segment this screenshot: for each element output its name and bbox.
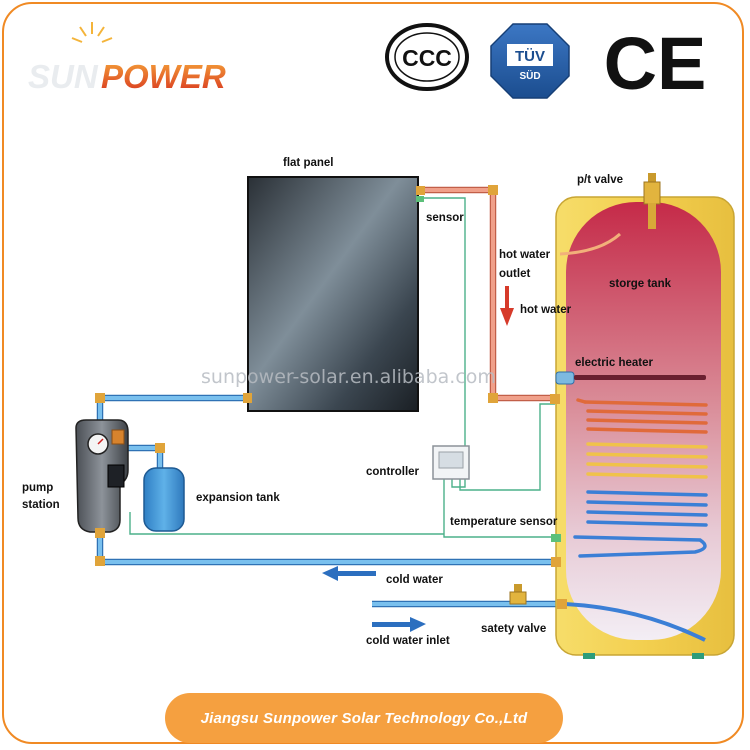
cold-water-label: cold water [386, 574, 443, 586]
hot-water-arrow-icon [500, 286, 514, 326]
safety-valve: satety valve [481, 584, 546, 635]
electric-heater-label: electric heater [575, 357, 654, 369]
electric-heater-element [555, 371, 706, 385]
hot-water-pipe [416, 185, 550, 403]
sensor-wires [129, 197, 565, 538]
pump-station-label-line1: pump [22, 482, 53, 494]
page-frame [2, 2, 744, 744]
pt-valve: p/t valve [577, 173, 661, 229]
brand-name-first: SUN [28, 58, 99, 95]
cold-water-arrow-icon [322, 566, 376, 581]
pump-station-label-line2: station [22, 499, 60, 511]
expansion-tank-label: expansion tank [196, 492, 280, 504]
sud-text: SÜD [519, 69, 540, 82]
pt-valve-label: p/t valve [577, 174, 623, 186]
tuv-mark-icon: TÜV SÜD [490, 23, 570, 99]
cold-water-inlet-label: cold water inlet [366, 635, 450, 647]
heat-exchanger-coil [573, 398, 708, 558]
sunpower-logo: SUN POWER [28, 22, 226, 95]
hot-water-outlet-label-line2: outlet [499, 268, 530, 280]
temperature-sensor-label: temperature sensor [450, 516, 558, 528]
safety-valve-label: satety valve [481, 623, 546, 635]
sun-rays-icon [71, 22, 113, 43]
flat-panel-label: flat panel [283, 157, 333, 169]
flat-panel-collector [247, 176, 419, 412]
ce-mark: CE [604, 22, 707, 105]
brand-name-second: POWER [101, 58, 226, 95]
expansion-tank: expansion tank [143, 467, 280, 532]
hot-water-label: hot water [520, 304, 572, 316]
pump-station: pump station [22, 419, 129, 538]
sensor-label: sensor [426, 212, 464, 224]
cold-water-inlet-arrow-icon [372, 617, 426, 632]
cold-water-pipes [95, 393, 563, 608]
watermark: sunpower-solar.en.alibaba.com [201, 366, 496, 388]
hot-water-outlet-label-line1: hot water [499, 249, 551, 261]
controller-label: controller [366, 466, 420, 478]
ccc-mark-icon: CCC [385, 23, 469, 91]
storage-tank: storge tank [555, 196, 735, 659]
tuv-text: TÜV [515, 48, 545, 65]
ccc-text: CCC [402, 45, 452, 71]
controller: controller [366, 445, 470, 480]
company-footer-banner: Jiangsu Sunpower Solar Technology Co.,Lt… [165, 693, 563, 743]
storage-tank-label: storge tank [609, 278, 672, 290]
